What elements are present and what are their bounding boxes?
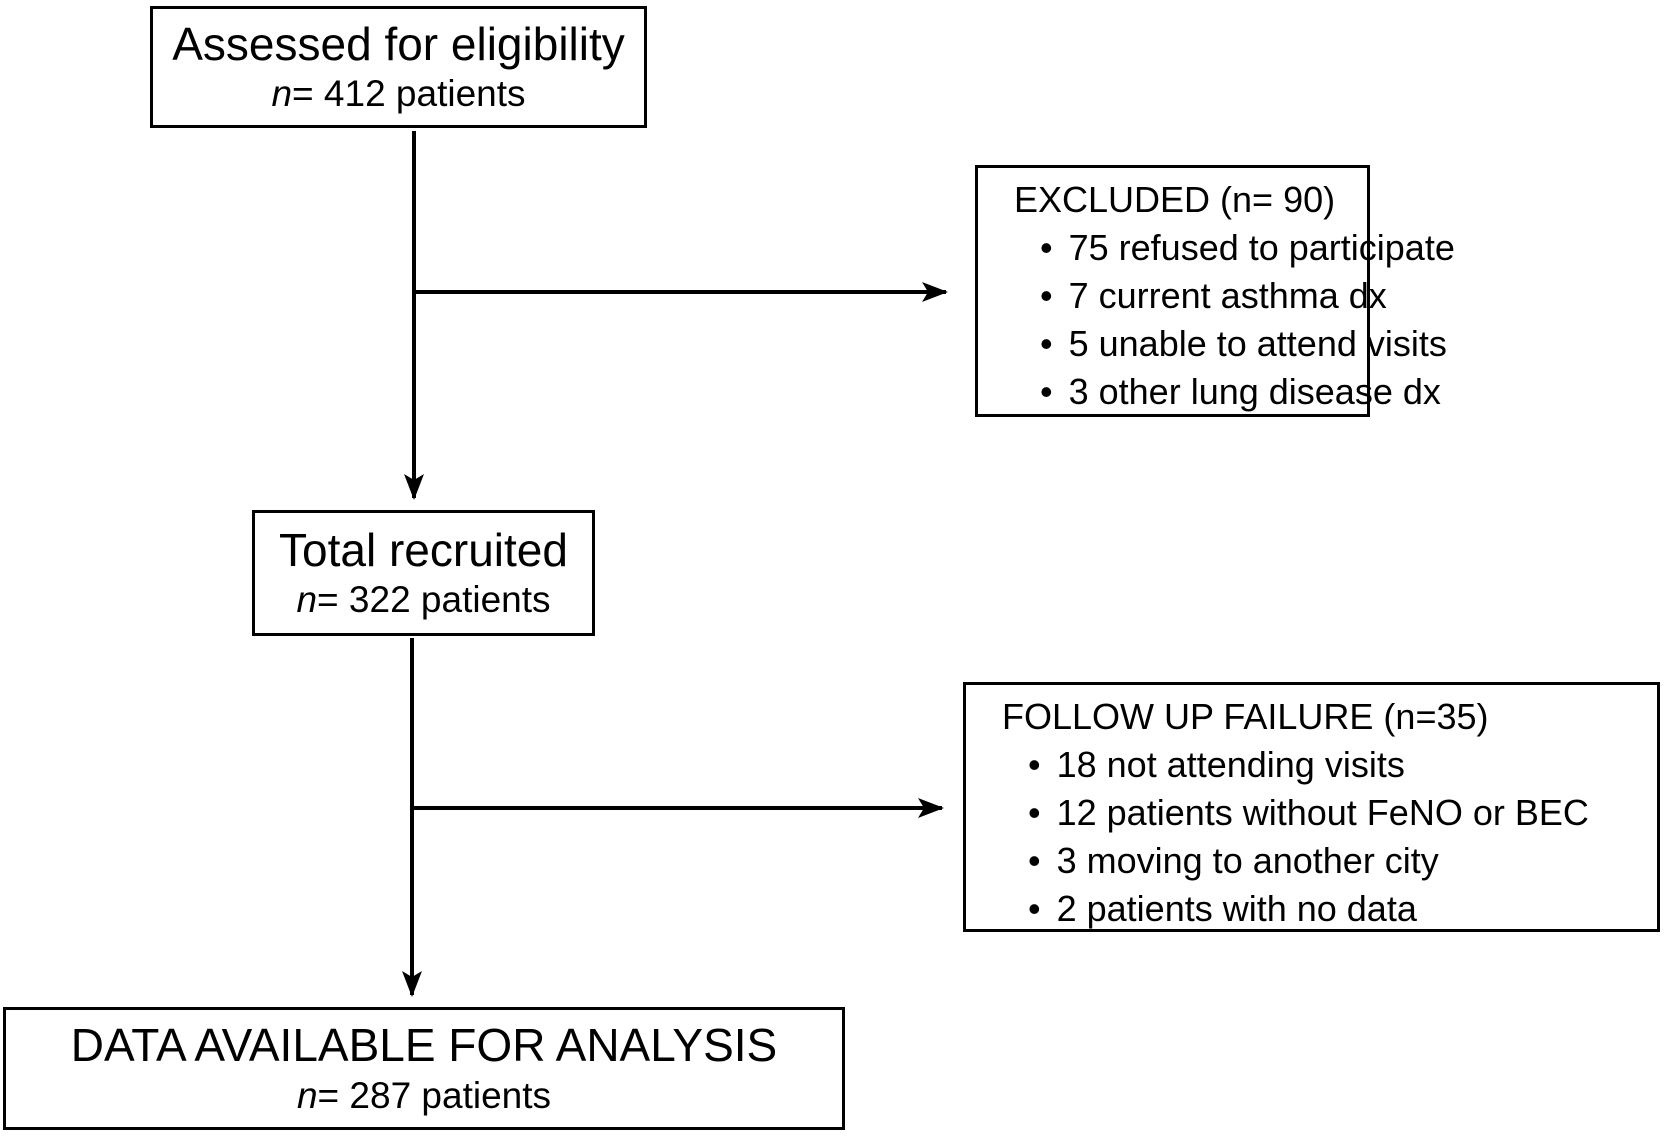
followup-item-text: 18 not attending visits [1056, 744, 1405, 785]
box-excluded: EXCLUDED (n= 90) • 75 refused to particip… [975, 165, 1455, 417]
bullet-icon: • [1028, 792, 1041, 833]
list-item: • 7 current asthma dx [978, 272, 1387, 320]
list-item: • 75 refused to participate [978, 224, 1455, 272]
box-data-available-for-analysis: DATA AVAILABLE FOR ANALYSIS n= 287 patie… [3, 1007, 845, 1130]
excluded-item-text: 75 refused to participate [1068, 227, 1455, 268]
followup-list: • 18 not attending visits • 12 patients wi… [966, 741, 1657, 933]
bullet-icon: • [1028, 744, 1041, 785]
bullet-icon: • [1040, 323, 1053, 364]
recruited-count: n= 322 patients [296, 577, 550, 623]
analysis-count-text: = 287 patients [317, 1074, 552, 1116]
followup-title: FOLLOW UP FAILURE (n=35) [1002, 696, 1489, 737]
list-item: • 18 not attending visits [966, 741, 1657, 789]
analysis-title: DATA AVAILABLE FOR ANALYSIS [70, 1019, 778, 1072]
excluded-list: • 75 refused to participate • 7 current as… [978, 224, 1455, 416]
box-follow-up-failure: FOLLOW UP FAILURE (n=35) • 18 not attendi… [963, 682, 1660, 932]
bullet-icon: • [1040, 275, 1053, 316]
bullet-icon: • [1040, 371, 1053, 412]
excluded-title: EXCLUDED (n= 90) [1014, 179, 1336, 220]
list-item: • 2 patients with no data [966, 885, 1657, 933]
analysis-count: n= 287 patients [297, 1073, 551, 1119]
box-assessed-for-eligibility: Assessed for eligibility n= 412 patients [150, 6, 647, 128]
bullet-icon: • [1040, 227, 1053, 268]
n-symbol: n [296, 1074, 318, 1116]
n-symbol: n [296, 579, 318, 620]
box-total-recruited: Total recruited n= 322 patients [252, 510, 595, 636]
assessed-title: Assessed for eligibility [172, 17, 625, 70]
list-item: • 3 moving to another city [966, 837, 1657, 885]
followup-item-text: 12 patients without FeNO or BEC [1056, 792, 1589, 833]
followup-item-text: 2 patients with no data [1056, 888, 1417, 929]
excluded-item-text: 5 unable to attend visits [1068, 323, 1447, 364]
n-symbol: n [271, 73, 293, 114]
excluded-item-text: 7 current asthma dx [1068, 275, 1387, 316]
bullet-icon: • [1028, 840, 1041, 881]
recruited-title: Total recruited [279, 523, 568, 576]
recruited-count-text: = 322 patients [317, 579, 551, 620]
followup-item-text: 3 moving to another city [1056, 840, 1439, 881]
list-item: • 12 patients without FeNO or BEC [966, 789, 1657, 837]
assessed-count-text: = 412 patients [292, 73, 526, 114]
list-item: • 5 unable to attend visits [978, 320, 1447, 368]
list-item: • 3 other lung disease dx [978, 368, 1441, 416]
assessed-count: n= 412 patients [271, 71, 525, 117]
bullet-icon: • [1028, 888, 1041, 929]
excluded-item-text: 3 other lung disease dx [1068, 371, 1441, 412]
